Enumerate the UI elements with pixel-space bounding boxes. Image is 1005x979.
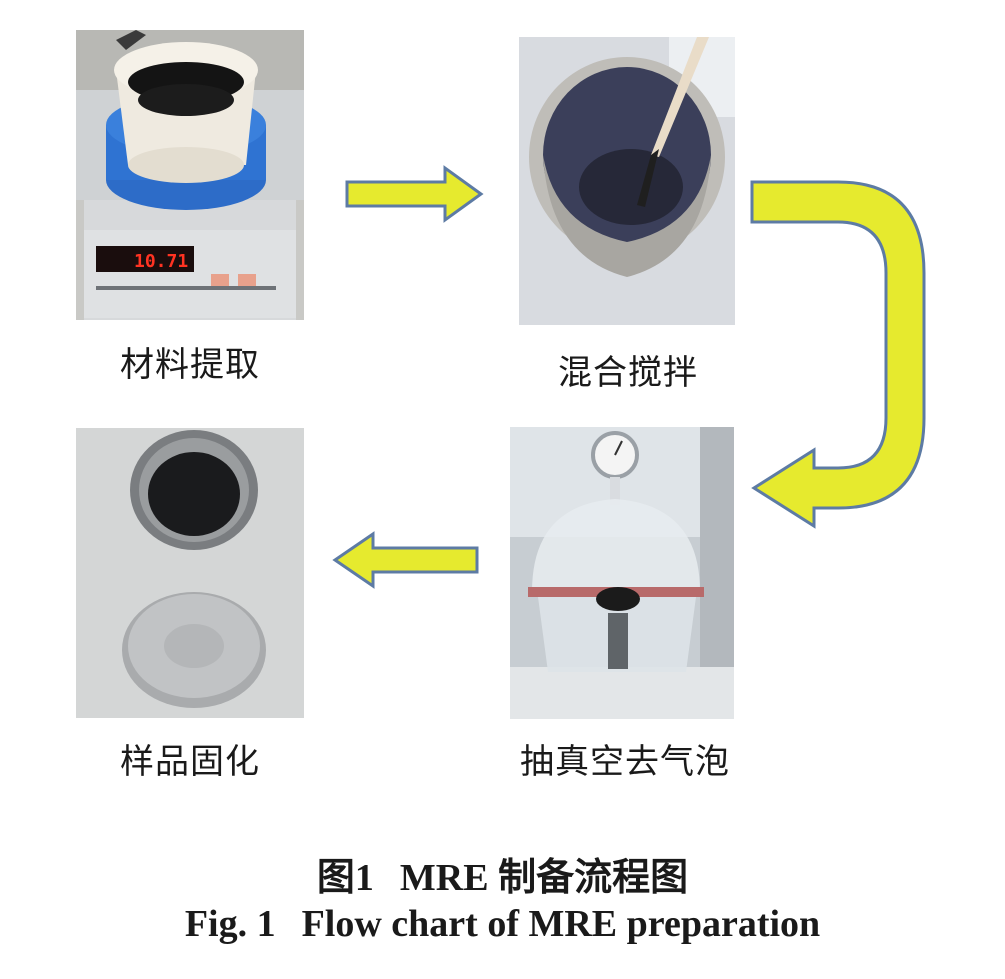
step-label-mixing: 混合搅拌 [558, 353, 698, 393]
arrow-step2-to-step3 [750, 180, 926, 529]
figure-number-cn: 图1 [316, 857, 374, 899]
photo-mixing [519, 37, 735, 325]
step-label-material-extraction: 材料提取 [120, 345, 260, 385]
figure-number-en: Fig. 1 [184, 903, 276, 945]
figure-title-en: Flow chart of MRE preparation [301, 903, 821, 945]
step-label-sample-curing: 样品固化 [120, 742, 260, 782]
photo-vacuum-degassing [510, 427, 734, 719]
figure-caption-cn: 图1 MRE 制备流程图 [0, 846, 1005, 901]
photo-material-extraction: 10.71 [76, 30, 304, 320]
photo-sample-curing [76, 428, 304, 718]
arrow-step3-to-step4 [332, 531, 479, 589]
balance-display: 10.71 [134, 251, 188, 272]
arrow-step1-to-step2 [345, 165, 484, 223]
step-label-vacuum-degassing: 抽真空去气泡 [520, 742, 730, 782]
figure-caption-en: Fig. 1 Flow chart of MRE preparation [0, 902, 1005, 946]
figure-title-cn: MRE 制备流程图 [399, 857, 689, 899]
